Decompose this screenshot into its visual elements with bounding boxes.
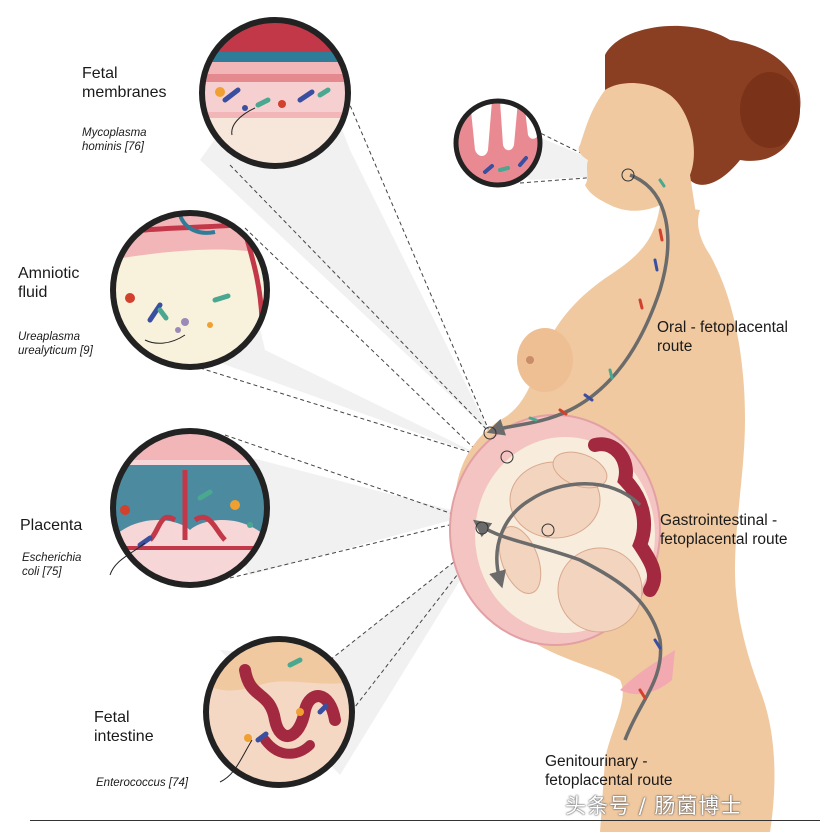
watermark: 头条号 / 肠菌博士	[565, 794, 743, 818]
label-mycoplasma: Mycoplasma hominis [76]	[82, 127, 147, 153]
gi-route-arrow	[489, 482, 642, 589]
mother-figure	[449, 25, 801, 832]
route-arrows	[472, 173, 670, 741]
label-enterococcus: Enterococcus [74]	[96, 777, 189, 789]
sampling-points	[475, 168, 635, 537]
magnifier-fetal-intestine	[203, 636, 355, 788]
magnifier-oral-cavity	[453, 98, 543, 188]
hair	[605, 25, 801, 185]
face	[578, 83, 700, 241]
magnifier-amniotic-fluid	[110, 210, 270, 370]
gu-route-arrow	[472, 519, 663, 741]
oral-route-arrow	[486, 173, 670, 436]
label-fetal-membranes: Fetal membranes	[82, 65, 167, 101]
label-escherichia: Escherichia coli [75]	[22, 552, 82, 578]
magnifier-placenta	[109, 428, 270, 588]
label-oral-route: Oral - fetoplacental route	[657, 319, 788, 355]
label-ureaplasma: Ureaplasma urealyticum [9]	[18, 331, 93, 357]
hair-bun	[740, 72, 800, 148]
bottom-rule	[30, 820, 820, 821]
fetus	[498, 451, 643, 633]
breast	[517, 328, 573, 392]
label-amniotic-fluid: Amniotic fluid	[18, 265, 80, 301]
maternal-intestine	[588, 437, 662, 597]
bacteria-scatter	[528, 178, 666, 700]
label-gi-route: Gastrointestinal - fetoplacental route	[660, 512, 788, 548]
label-placenta: Placenta	[20, 517, 83, 534]
magnifier-fetal-membranes	[199, 17, 351, 169]
label-fetal-intestine: Fetal intestine	[94, 709, 154, 745]
label-gu-route: Genitourinary - fetoplacental route	[545, 753, 673, 789]
